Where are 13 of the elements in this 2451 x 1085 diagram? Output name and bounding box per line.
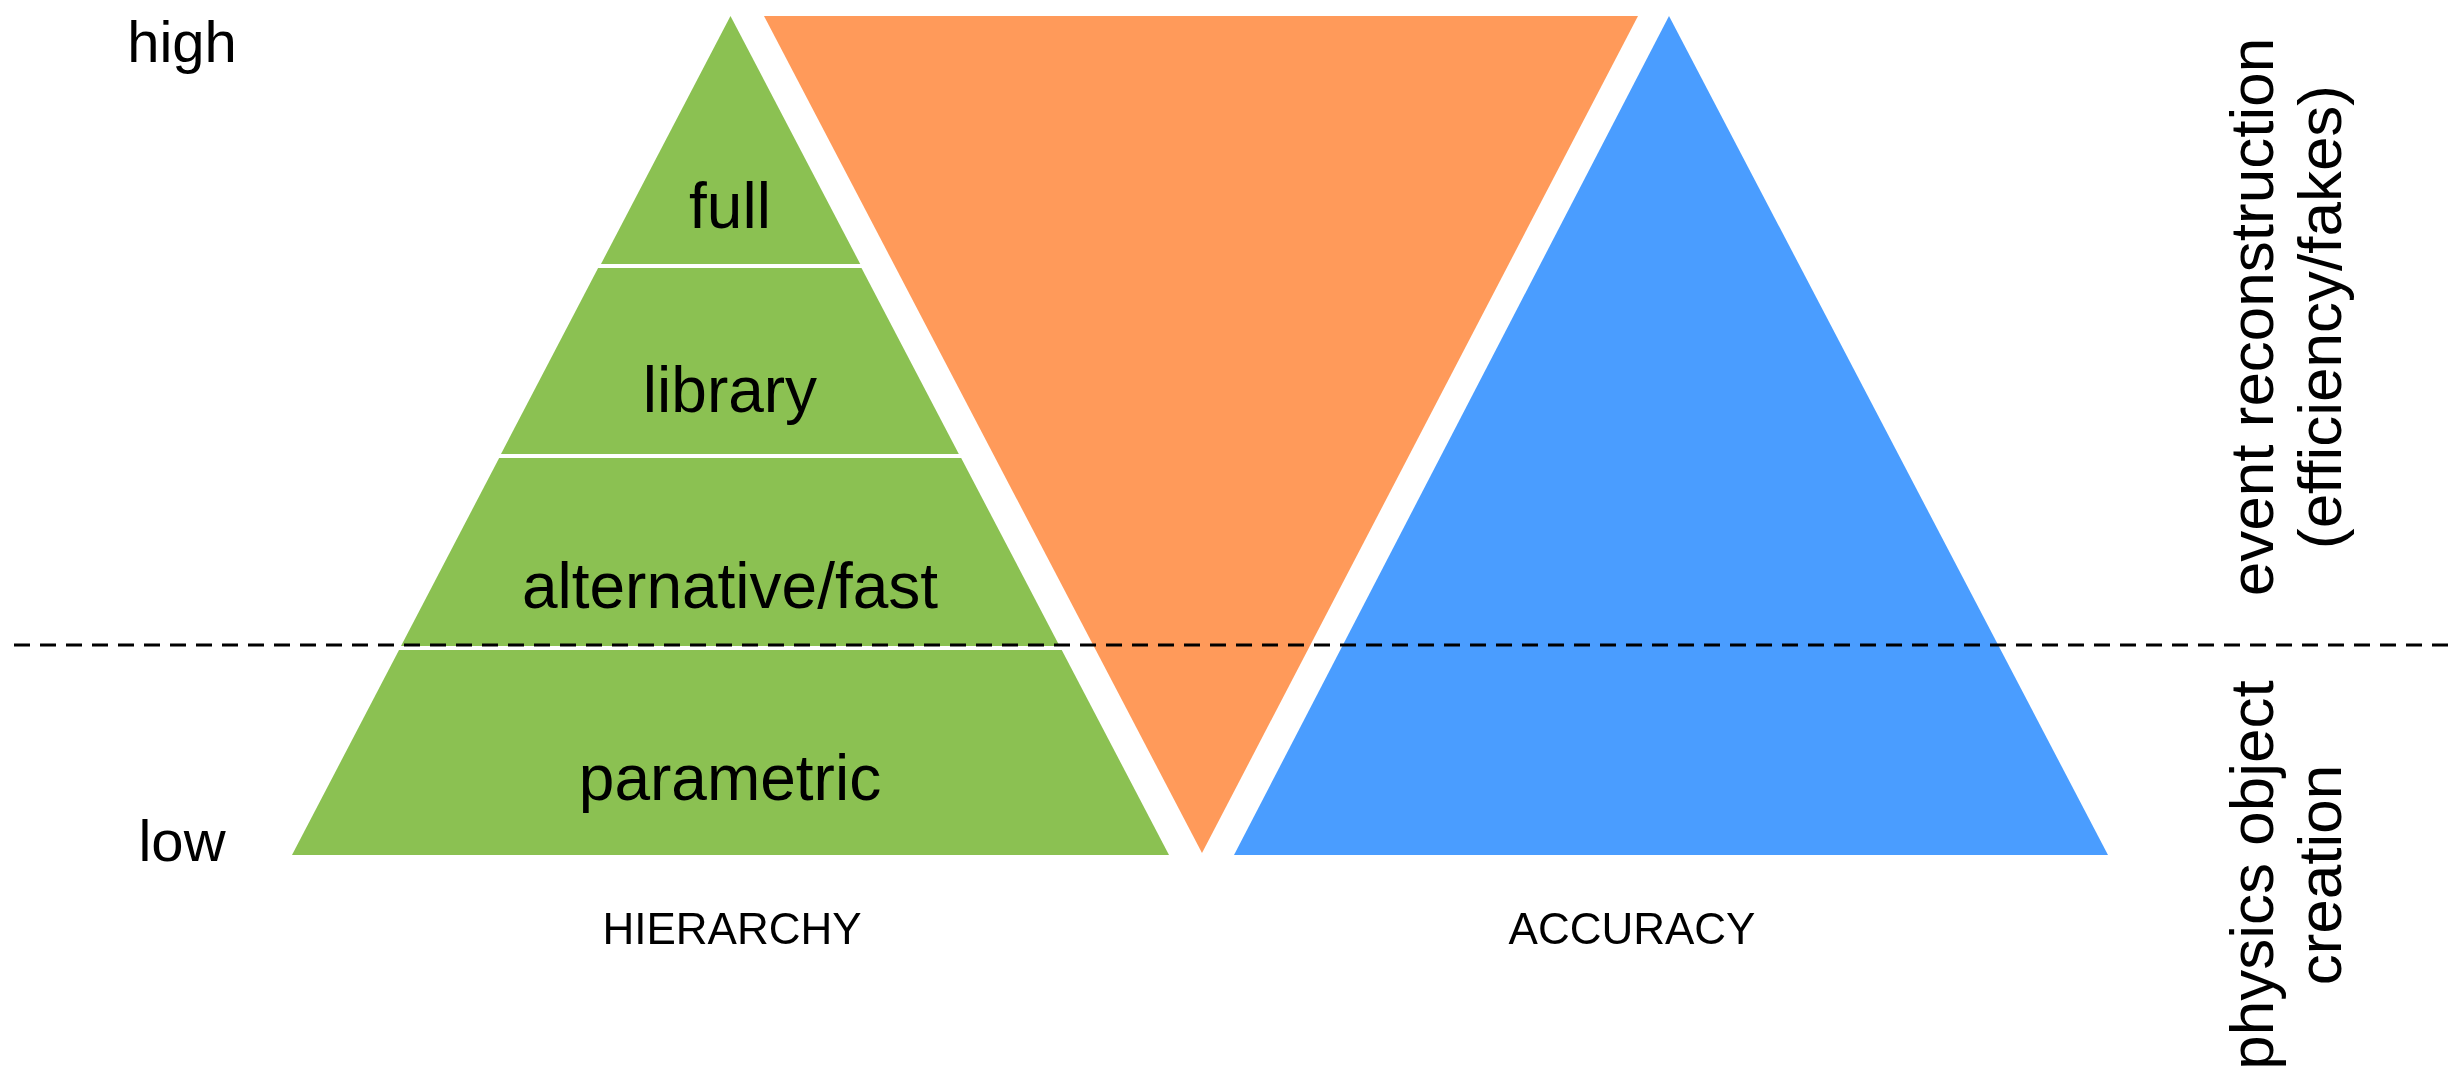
band-label: full	[689, 174, 771, 238]
column-label: ACCURACY	[1508, 904, 1756, 954]
column-label: HIERARCHY	[602, 904, 862, 954]
pyramid-band	[501, 268, 960, 454]
region-label: event reconstruction (efficiency/fakes)	[2217, 36, 2355, 599]
pyramid-band	[291, 650, 1169, 855]
axis-label: high	[127, 10, 237, 74]
pyramid-band	[600, 16, 860, 264]
pyramid-band	[401, 458, 1060, 646]
triangle-shape	[1234, 16, 2108, 855]
axis-label: low	[138, 809, 226, 873]
band-label: alternative/fast	[521, 554, 939, 618]
region-label: physics object creation	[2217, 679, 2355, 1072]
